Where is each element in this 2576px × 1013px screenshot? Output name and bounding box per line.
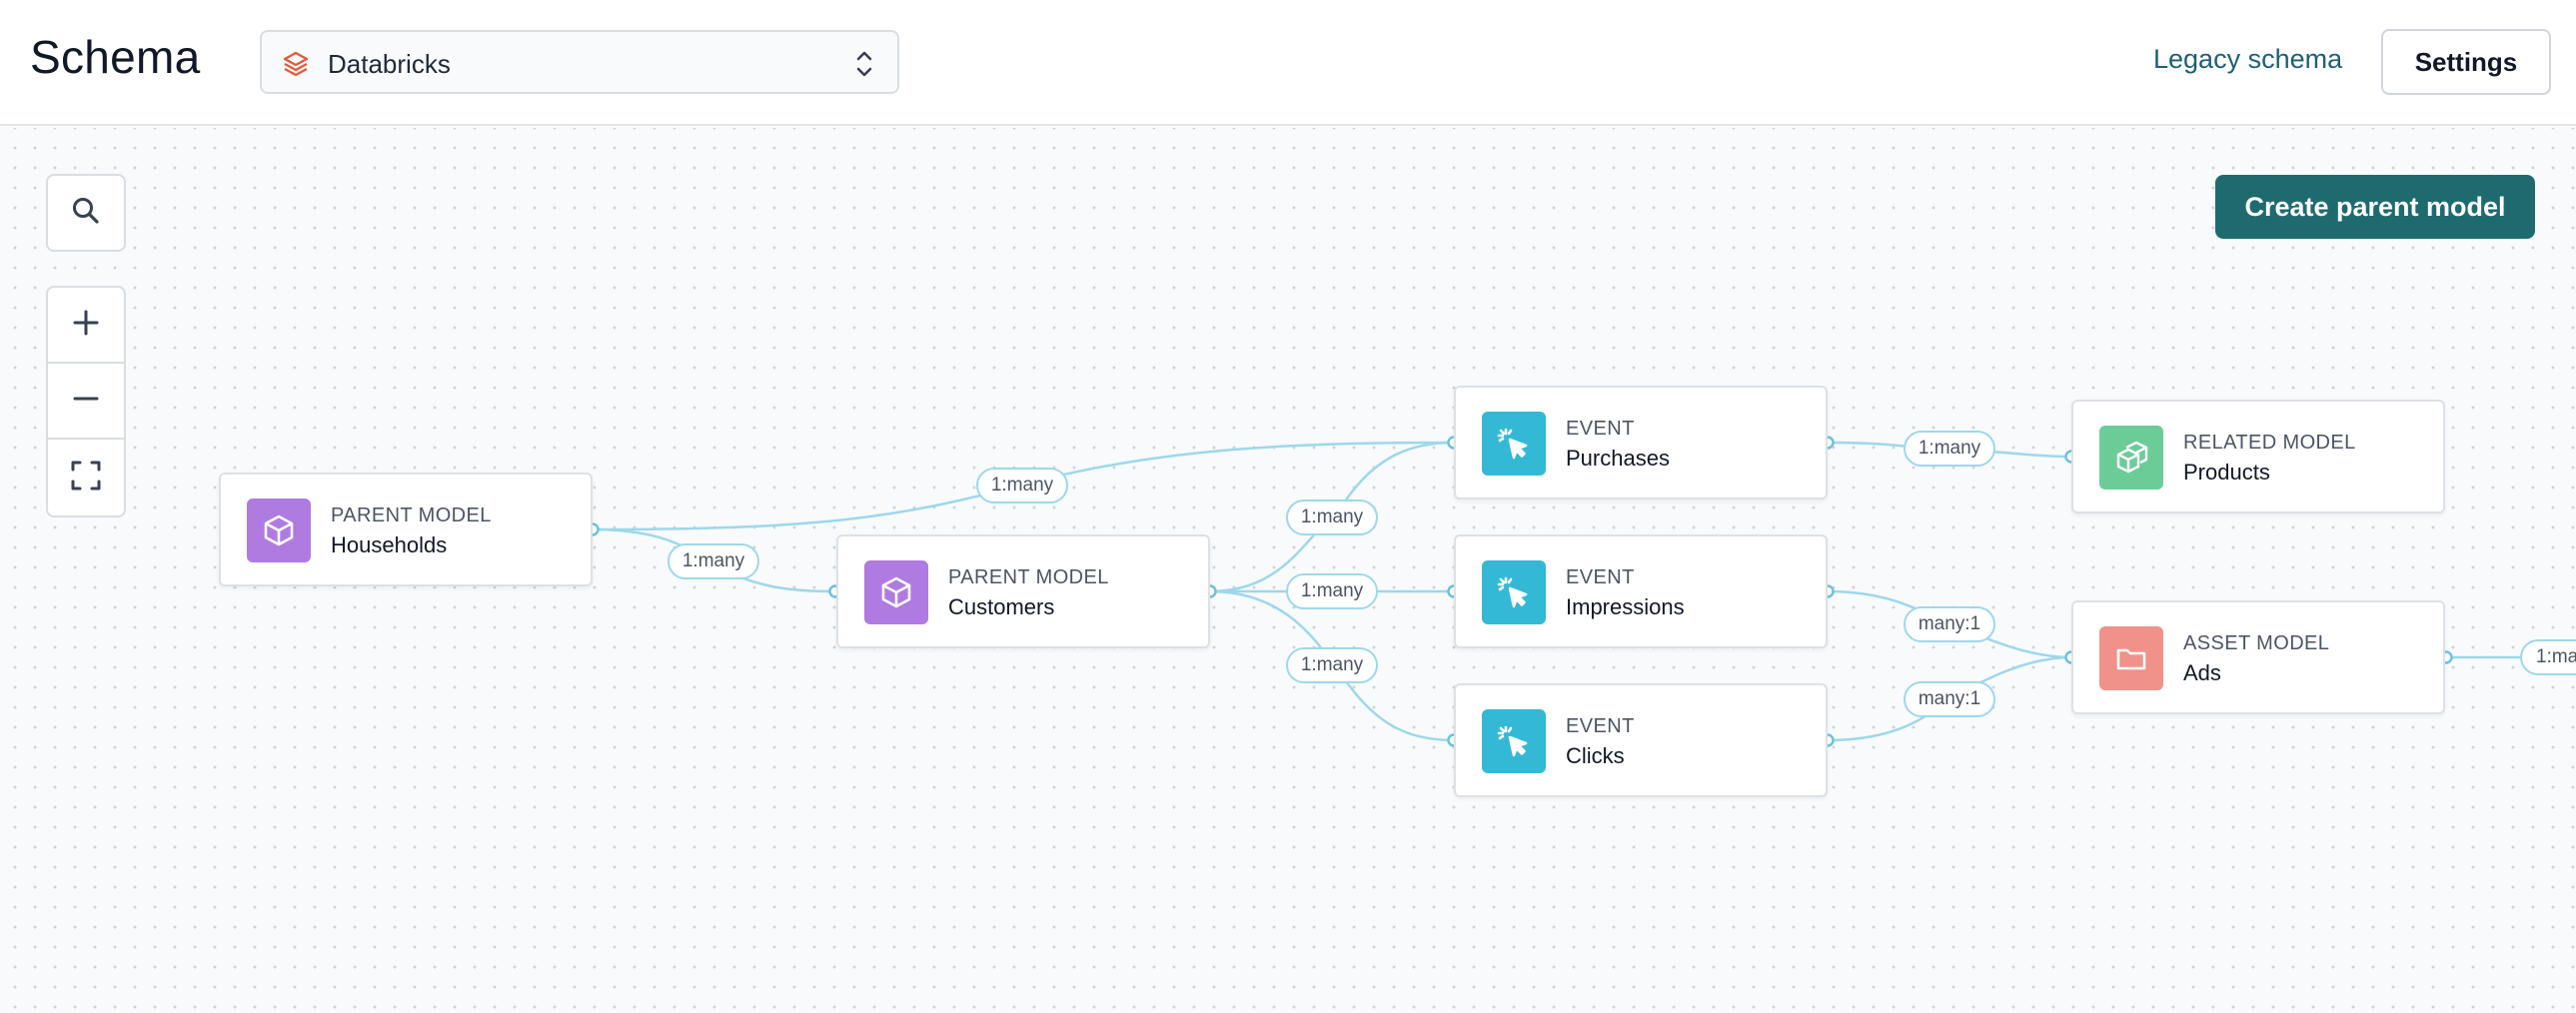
cube-icon bbox=[247, 499, 311, 562]
edge-label-clicks-ads: many:1 bbox=[1904, 681, 1995, 717]
edge-label-purchases-products: 1:many bbox=[1904, 431, 1995, 467]
node-purchases[interactable]: EVENT Purchases bbox=[1454, 386, 1828, 500]
source-select[interactable]: Databricks bbox=[260, 30, 899, 94]
cursor-click-icon bbox=[1482, 709, 1546, 773]
databricks-icon bbox=[282, 50, 310, 78]
node-name: Customers bbox=[948, 594, 1055, 619]
zoom-in-button[interactable] bbox=[48, 288, 124, 364]
create-parent-model-button[interactable]: Create parent model bbox=[2215, 175, 2535, 239]
fit-view-button[interactable] bbox=[48, 440, 124, 515]
node-name: Clicks bbox=[1566, 743, 1625, 768]
edge-label-customers-clicks: 1:many bbox=[1286, 647, 1378, 683]
node-type: PARENT MODEL bbox=[948, 566, 1109, 588]
edge-label-impressions-ads: many:1 bbox=[1904, 606, 1995, 642]
node-name: Households bbox=[331, 532, 448, 557]
edge-label-households-customers: 1:many bbox=[667, 543, 759, 579]
search-icon bbox=[69, 194, 103, 233]
node-type: RELATED MODEL bbox=[2183, 432, 2356, 454]
node-name: Products bbox=[2183, 460, 2270, 485]
node-type: ASSET MODEL bbox=[2183, 632, 2330, 654]
search-button[interactable] bbox=[46, 174, 126, 252]
node-type: EVENT bbox=[1566, 715, 1635, 737]
cursor-click-icon bbox=[1482, 560, 1546, 624]
chevron-up-down-icon bbox=[853, 46, 875, 82]
node-products[interactable]: RELATED MODEL Products bbox=[2071, 400, 2445, 513]
schema-canvas[interactable]: Create parent model PARENT MODEL Househo… bbox=[0, 128, 2576, 1013]
settings-button[interactable]: Settings bbox=[2381, 29, 2551, 95]
node-name: Impressions bbox=[1566, 594, 1685, 619]
edge-label-customers-purchases: 1:many bbox=[1286, 500, 1378, 535]
node-type: EVENT bbox=[1566, 418, 1635, 440]
page-title: Schema bbox=[30, 31, 201, 83]
legacy-schema-link[interactable]: Legacy schema bbox=[2153, 44, 2343, 74]
plus-icon bbox=[71, 308, 101, 343]
fit-view-icon bbox=[70, 460, 102, 497]
node-type: PARENT MODEL bbox=[331, 505, 492, 526]
zoom-controls bbox=[46, 286, 126, 517]
folder-icon bbox=[2099, 626, 2163, 690]
minus-icon bbox=[71, 384, 101, 419]
source-select-value: Databricks bbox=[328, 49, 451, 79]
cube-icon bbox=[864, 560, 928, 624]
edge-label-ads-offscreen: 1:ma bbox=[2520, 639, 2576, 675]
stacked-cubes-icon bbox=[2099, 426, 2163, 490]
edge-label-customers-impressions: 1:many bbox=[1286, 573, 1378, 609]
node-type: EVENT bbox=[1566, 566, 1635, 588]
cursor-click-icon bbox=[1482, 412, 1546, 476]
node-clicks[interactable]: EVENT Clicks bbox=[1454, 683, 1828, 797]
top-bar: Schema Databricks Legacy schema Settings bbox=[0, 0, 2576, 126]
node-ads[interactable]: ASSET MODEL Ads bbox=[2071, 600, 2445, 714]
edge-label-households-purchases: 1:many bbox=[976, 468, 1068, 504]
node-households[interactable]: PARENT MODEL Households bbox=[219, 473, 593, 586]
zoom-out-button[interactable] bbox=[48, 364, 124, 440]
node-customers[interactable]: PARENT MODEL Customers bbox=[836, 534, 1210, 648]
node-impressions[interactable]: EVENT Impressions bbox=[1454, 534, 1828, 648]
node-name: Ads bbox=[2183, 660, 2221, 685]
node-name: Purchases bbox=[1566, 446, 1670, 471]
